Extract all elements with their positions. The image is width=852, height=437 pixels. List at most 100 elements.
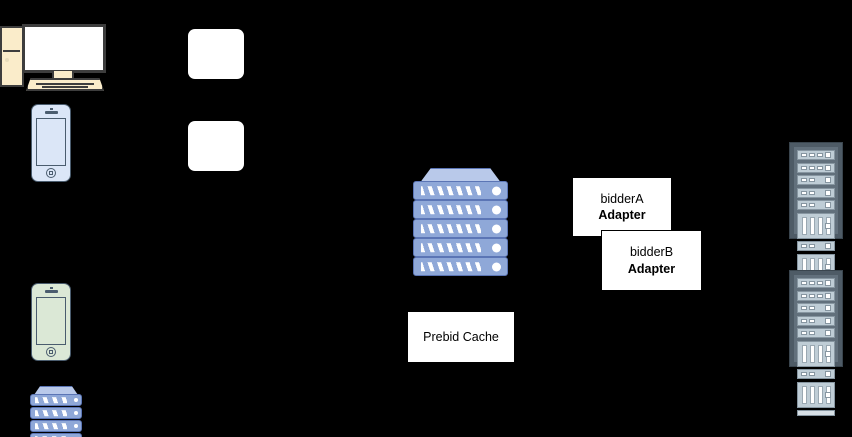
bidder-b-adapter-box[interactable]: bidderB Adapter [601, 230, 702, 291]
rack-unit-led [825, 330, 831, 336]
server-unit [30, 407, 82, 419]
rack-unit-dots [801, 306, 815, 310]
placeholder-box-top[interactable] [188, 29, 244, 79]
rack-unit-led [825, 317, 831, 324]
server-vents [35, 423, 67, 429]
prebid-cache-label: Prebid Cache [423, 329, 499, 344]
rack-inner-frame [794, 275, 838, 416]
bidder-a-adapter-label: Adapter [598, 208, 646, 222]
server-led [73, 398, 78, 402]
rack-unit-dots [801, 178, 815, 182]
server-unit [30, 420, 82, 432]
phone-screen [36, 118, 66, 166]
rack-unit-led [825, 280, 831, 286]
server-led [491, 186, 501, 195]
monitor-screen [22, 24, 106, 73]
rack-unit-led [825, 152, 831, 158]
rack-unit [797, 241, 835, 251]
phone-speaker [45, 111, 58, 114]
server-cap [420, 168, 501, 182]
rack-unit-led [825, 350, 831, 357]
phone-camera [50, 108, 53, 110]
keyboard-row [36, 83, 94, 85]
server-unit [413, 200, 508, 219]
rack-unit [797, 278, 835, 288]
rack-unit-dots [801, 190, 815, 195]
rack-unit-led [825, 305, 831, 311]
rack-unit [797, 303, 835, 313]
server-vents [421, 242, 481, 253]
bidder-a-adapter-box[interactable]: bidderA Adapter [572, 177, 672, 237]
phone-home-button [46, 168, 56, 178]
rack-unit-led [825, 243, 831, 249]
rack-unit-dots [801, 293, 823, 298]
rack-unit-led [825, 292, 831, 299]
rack-unit-dots [801, 281, 823, 285]
rack-unit [797, 200, 835, 210]
computer-tower-shape [0, 26, 24, 87]
tower-drive-slot [3, 42, 20, 52]
rack-unit-dots [801, 244, 815, 248]
phone-screen [36, 297, 66, 345]
prebid-cache-box[interactable]: Prebid Cache [407, 311, 515, 363]
client-server-icon [30, 386, 82, 437]
rack-unit [797, 290, 835, 301]
rack-unit-dots [801, 372, 815, 376]
server-unit [413, 257, 508, 276]
rack-unit-led [825, 202, 831, 208]
server-unit [30, 433, 82, 437]
rack-unit-led [825, 222, 831, 229]
rack-unit-dots [801, 153, 823, 157]
rack-unit [797, 369, 835, 379]
bidder-b-name: bidderB [629, 245, 674, 259]
server-vents [35, 397, 67, 403]
bidder-a-rack-icon [789, 142, 843, 288]
prebid-server-icon [413, 168, 508, 276]
bidder-a-name: bidderA [600, 191, 644, 206]
mobile-phone-green-icon [31, 283, 71, 361]
server-vents [35, 410, 67, 416]
bidder-b-rack-icon [789, 270, 843, 416]
bidder-b-adapter-label: Adapter [627, 261, 676, 276]
keyboard-row [42, 86, 88, 88]
rack-unit-dots [801, 203, 815, 207]
rack-blank-panel [797, 410, 835, 416]
placeholder-box-bottom[interactable] [188, 121, 244, 171]
rack-unit-led [825, 263, 831, 270]
server-unit [413, 181, 508, 200]
server-led [491, 224, 501, 233]
rack-unit-disk-array [797, 381, 835, 408]
rack-unit [797, 175, 835, 185]
server-vents [421, 261, 481, 272]
rack-unit-led [825, 189, 831, 196]
rack-unit-dots [801, 318, 815, 323]
server-led [491, 243, 501, 252]
server-vents [421, 223, 481, 234]
rack-unit-led [825, 391, 831, 398]
phone-speaker [45, 290, 58, 293]
desktop-computer-icon [0, 5, 106, 91]
rack-unit-disk-array [797, 212, 835, 239]
rack-unit-led [825, 371, 831, 377]
server-led [491, 262, 501, 271]
server-unit [413, 238, 508, 257]
tower-power-dot [5, 58, 9, 62]
rack-unit [797, 150, 835, 160]
server-led [73, 424, 78, 428]
phone-camera [50, 287, 53, 289]
server-led [491, 205, 501, 214]
rack-unit [797, 328, 835, 338]
keyboard-shape [26, 78, 104, 91]
server-vents [421, 204, 481, 215]
rack-unit-disk-array [797, 340, 835, 367]
server-unit [413, 219, 508, 238]
rack-unit-dots [801, 165, 823, 170]
rack-unit-dots [801, 331, 815, 335]
phone-home-button [46, 347, 56, 357]
rack-unit [797, 315, 835, 326]
rack-unit [797, 187, 835, 198]
rack-unit-led [825, 164, 831, 171]
server-led [73, 411, 78, 415]
server-vents [421, 185, 481, 196]
